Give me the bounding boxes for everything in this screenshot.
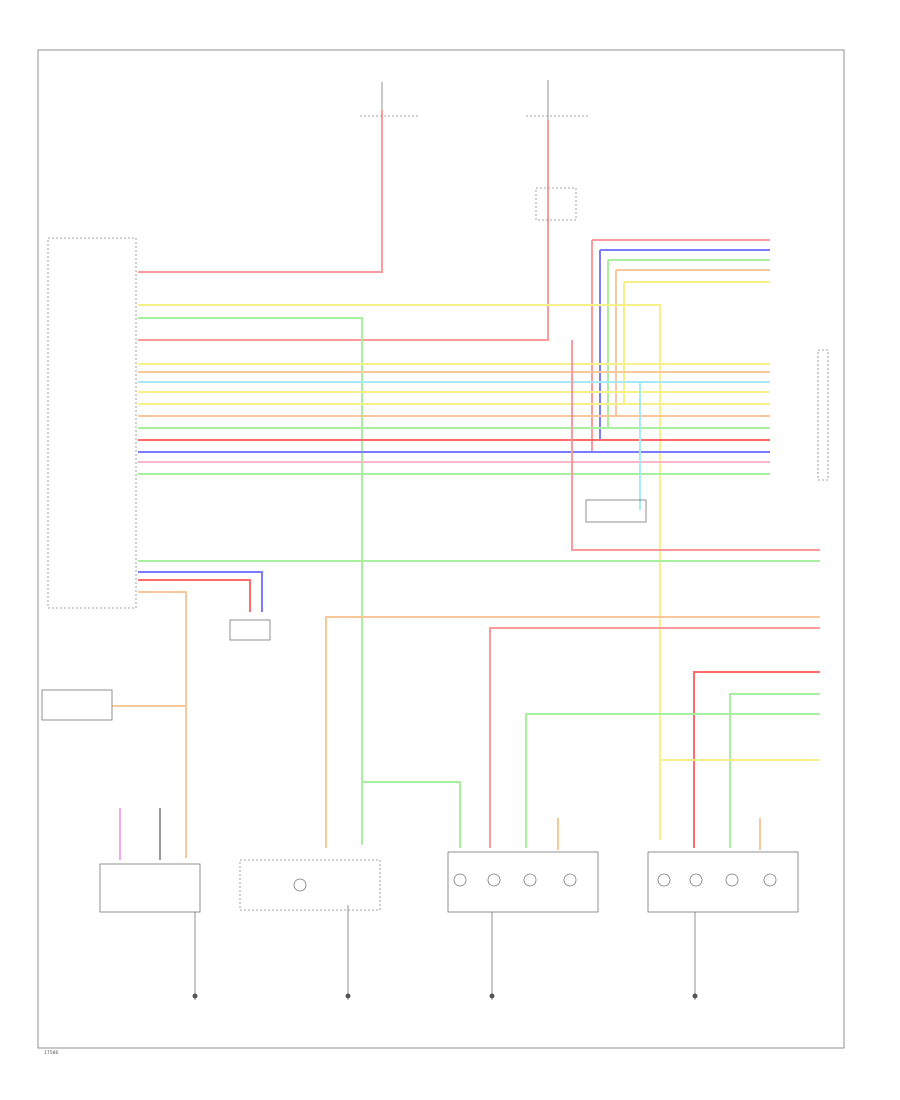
rear-lamp-left-box — [447, 851, 599, 913]
bulb-icon — [523, 873, 537, 887]
wire-green-mid — [362, 781, 461, 848]
bcm-label-box — [817, 349, 829, 481]
bulb-icon — [453, 873, 467, 887]
bulb-icon — [293, 878, 307, 892]
bulb-icon — [763, 873, 777, 887]
left-panel-box — [41, 689, 113, 721]
hazard-switch-box — [99, 863, 201, 913]
wire-green-right2 — [525, 713, 820, 848]
wire-red-right — [489, 627, 820, 848]
wire-orange-down — [138, 591, 187, 858]
relay-box — [535, 187, 577, 221]
wire-red-sensor — [138, 579, 251, 612]
right-lamp-switch — [585, 499, 647, 523]
sensor-box — [229, 619, 271, 641]
wire-fuse-feed-red — [138, 110, 383, 273]
lamp-bulbs — [293, 873, 777, 892]
fuses — [360, 80, 590, 120]
ground-icon — [192, 993, 198, 999]
grounds — [192, 905, 698, 1000]
wire-switch-red — [571, 340, 820, 551]
diagram-frame — [37, 49, 845, 1049]
front-lamp-box-dashed — [239, 859, 381, 911]
wire-h-green-1 — [138, 317, 363, 845]
bulb-icon — [563, 873, 577, 887]
wire-orange-right — [325, 616, 820, 848]
bulb-icon — [689, 873, 703, 887]
wire-fuse2-feed-red — [138, 120, 549, 341]
wire-red-right2 — [693, 671, 820, 848]
combination-meter-box — [47, 237, 137, 609]
rear-lamp-right-box — [647, 851, 799, 913]
ground-icon — [345, 993, 351, 999]
ground-icon — [692, 993, 698, 999]
bulb-icon — [487, 873, 501, 887]
wires — [112, 110, 820, 860]
bulb-icon — [657, 873, 671, 887]
wire-green-right — [729, 693, 820, 848]
bulb-icon — [725, 873, 739, 887]
ground-icon — [489, 993, 495, 999]
footer-id: 17586 — [44, 1050, 58, 1056]
wire-blue-sensor — [138, 571, 263, 612]
wire-h-yellow-1 — [138, 304, 661, 840]
